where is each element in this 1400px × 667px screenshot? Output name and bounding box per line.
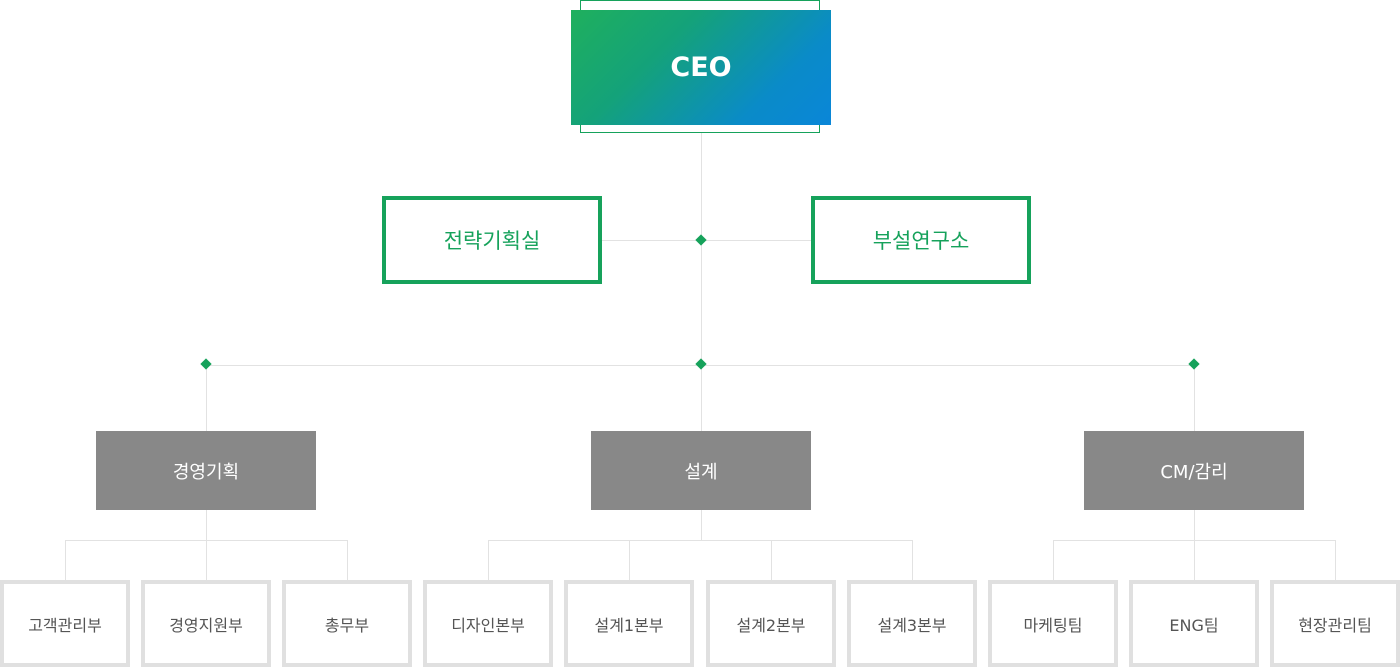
ceo-box: CEO bbox=[571, 10, 831, 125]
team-drop-line bbox=[1053, 540, 1054, 580]
division-box-management-planning: 경영기획 bbox=[96, 431, 316, 510]
team-drop-line bbox=[206, 540, 207, 580]
team-drop-line bbox=[1335, 540, 1336, 580]
team-connector-line-2 bbox=[488, 540, 913, 541]
team-drop-line bbox=[771, 540, 772, 580]
team-drop-line bbox=[488, 540, 489, 580]
division-drop-line-1 bbox=[206, 365, 207, 431]
junction-diamond-icon bbox=[1188, 358, 1200, 370]
team-box: 디자인본부 bbox=[423, 580, 553, 667]
trunk-line-ceo bbox=[701, 133, 702, 431]
division-box-design: 설계 bbox=[591, 431, 811, 510]
team-drop-line bbox=[65, 540, 66, 580]
team-stem-line-2 bbox=[701, 510, 702, 540]
team-box: 설계1본부 bbox=[564, 580, 694, 667]
team-drop-line bbox=[1194, 540, 1195, 580]
team-drop-line bbox=[629, 540, 630, 580]
division-drop-line-3 bbox=[1194, 365, 1195, 431]
team-box: ENG팀 bbox=[1129, 580, 1259, 667]
team-drop-line bbox=[347, 540, 348, 580]
team-box: 마케팅팀 bbox=[988, 580, 1118, 667]
junction-diamond-icon bbox=[200, 358, 212, 370]
team-box: 현장관리팀 bbox=[1270, 580, 1400, 667]
staff-box-strategy-planning: 전략기획실 bbox=[382, 196, 602, 284]
junction-diamond-icon bbox=[695, 234, 707, 246]
team-box: 설계2본부 bbox=[706, 580, 836, 667]
junction-diamond-icon bbox=[695, 358, 707, 370]
division-box-cm-supervision: CM/감리 bbox=[1084, 431, 1304, 510]
team-box: 총무부 bbox=[282, 580, 412, 667]
staff-box-research-institute: 부설연구소 bbox=[811, 196, 1031, 284]
team-box: 설계3본부 bbox=[847, 580, 977, 667]
team-box: 고객관리부 bbox=[0, 580, 130, 667]
team-stem-line-3 bbox=[1194, 510, 1195, 540]
team-box: 경영지원부 bbox=[141, 580, 271, 667]
team-stem-line-1 bbox=[206, 510, 207, 540]
team-drop-line bbox=[912, 540, 913, 580]
